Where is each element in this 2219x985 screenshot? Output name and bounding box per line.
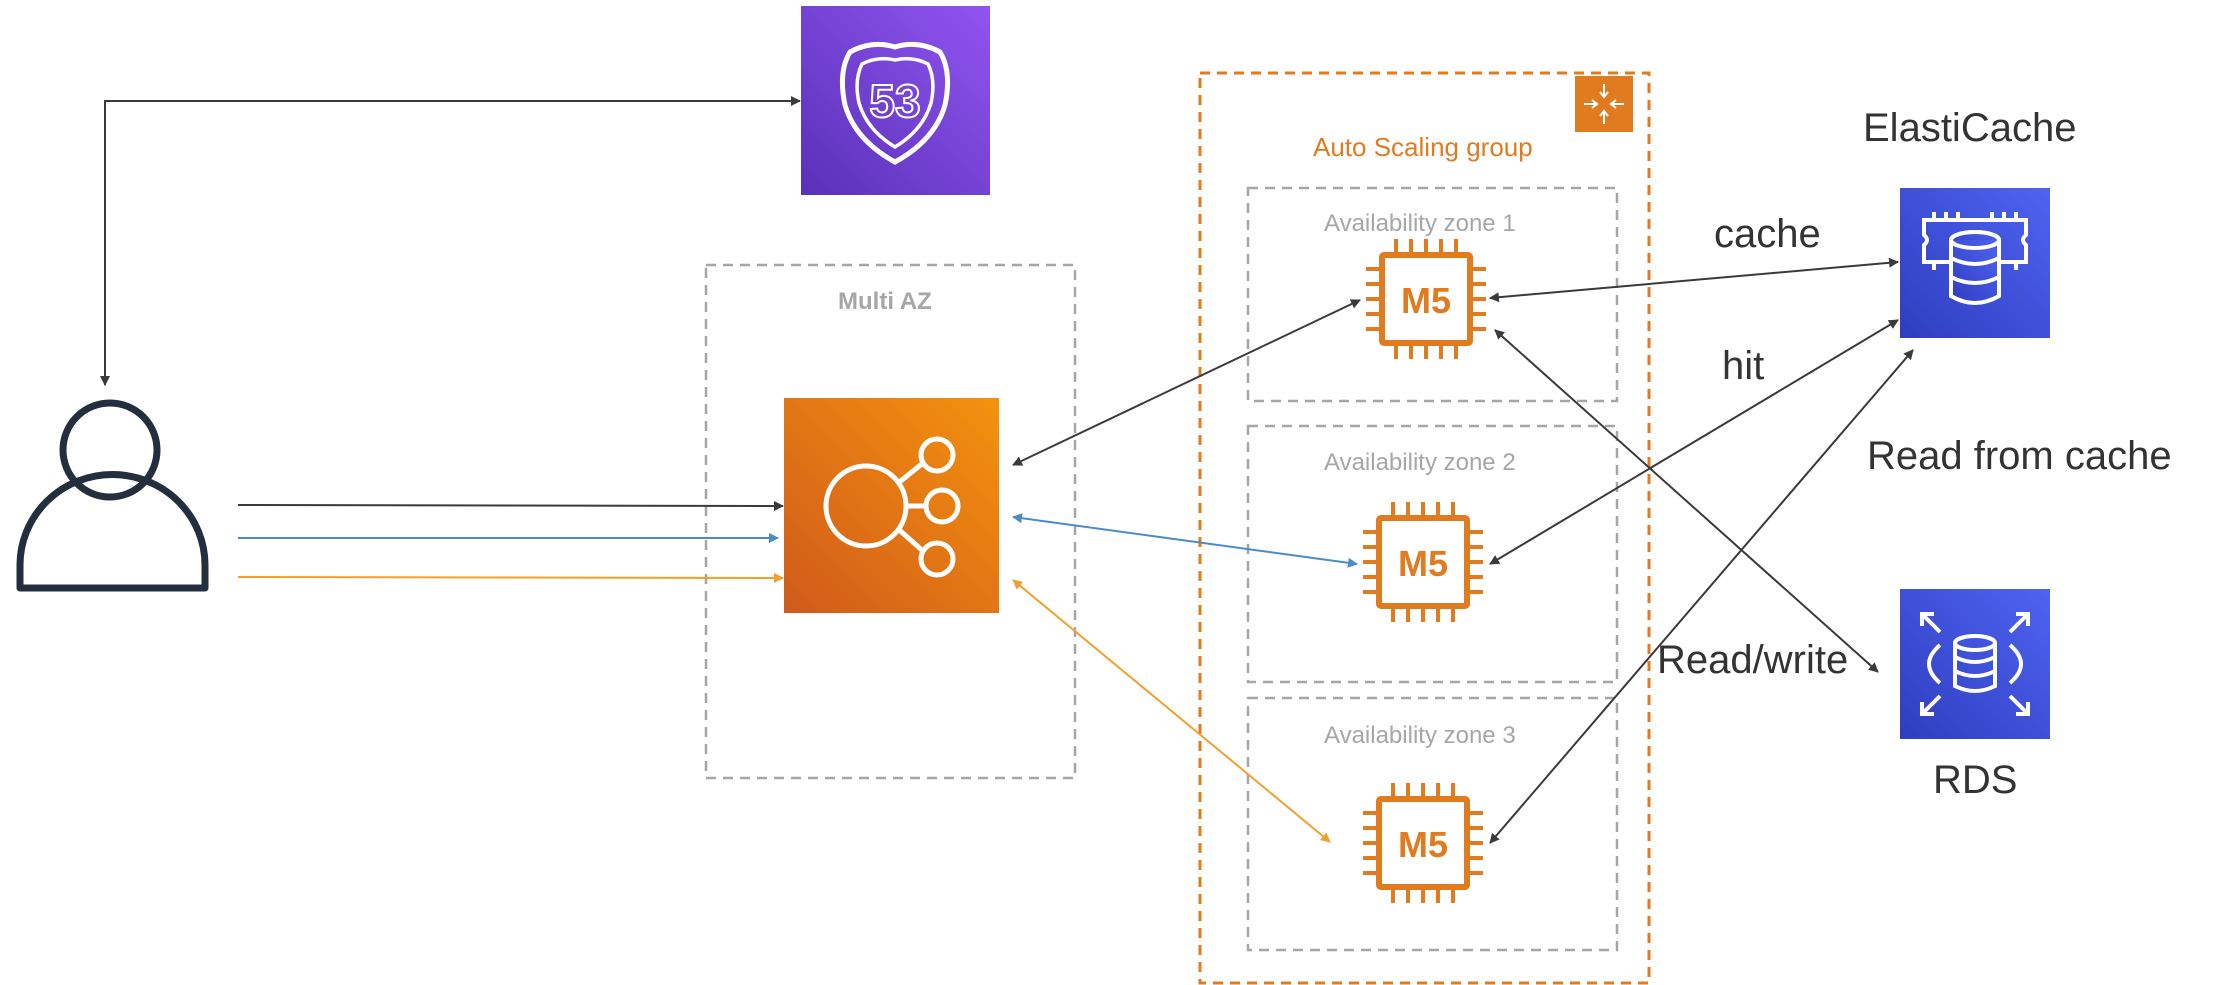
az3-to-elasticache-arrow [1489, 349, 1914, 844]
load-balancer-icon[interactable] [784, 398, 999, 613]
elb-to-az1-arrow [1012, 299, 1361, 466]
hit-edge-label: hit [1722, 344, 1765, 388]
availability-zone-1-label: Availability zone 1 [1324, 210, 1516, 237]
rds-icon[interactable] [1900, 589, 2050, 739]
cache-edge-label: cache [1714, 212, 1821, 256]
read-write-edge-label: Read/write [1657, 638, 1849, 682]
ec2-m5-chip-icon-1[interactable]: M5 [1366, 239, 1486, 359]
route53-number: 53 [869, 75, 920, 127]
user-to-elb-dark-arrow [237, 500, 784, 511]
route53-icon: 53 [801, 6, 990, 195]
multi-az-label: Multi AZ [838, 288, 932, 315]
elb-to-az3-arrow [1012, 579, 1331, 843]
elasticache-label: ElastiCache [1863, 106, 2077, 150]
az1-to-rds-arrow [1494, 329, 1879, 673]
availability-zone-1-box [1246, 186, 1619, 403]
instance-1-label: M5 [1401, 280, 1451, 321]
availability-zone-3-label: Availability zone 3 [1324, 722, 1516, 749]
elb-to-az2-arrow [1012, 513, 1358, 568]
read-from-cache-label: Read from cache [1867, 434, 2172, 478]
ec2-m5-chip-icon-2[interactable]: M5 [1363, 502, 1483, 622]
auto-scaling-group-label: Auto Scaling group [1313, 132, 1533, 162]
route53-connector [100, 96, 801, 386]
auto-scaling-icon [1575, 76, 1633, 132]
user-icon [16, 399, 209, 592]
instance-2-label: M5 [1398, 543, 1448, 584]
ec2-m5-chip-icon-3[interactable]: M5 [1363, 783, 1483, 903]
elasticache-icon[interactable] [1900, 188, 2050, 338]
availability-zone-2-label: Availability zone 2 [1324, 449, 1516, 476]
user-to-elb-yellow-arrow [237, 572, 784, 583]
az2-to-elasticache-arrow [1489, 319, 1899, 565]
az1-to-elasticache-arrow [1489, 257, 1899, 303]
rds-label: RDS [1933, 758, 2018, 802]
instance-3-label: M5 [1398, 824, 1448, 865]
